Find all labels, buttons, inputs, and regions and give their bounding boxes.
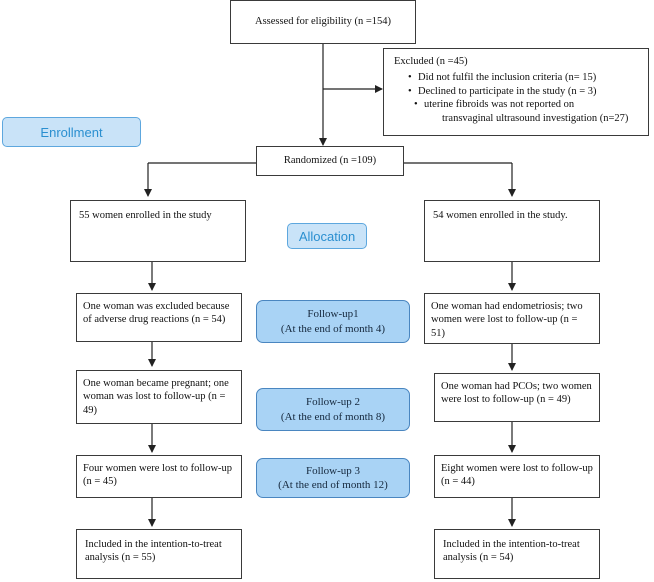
eligibility-box: Assessed for eligibility (n =154) [230,0,416,44]
left-followup2-box: One woman became pregnant; one woman was… [76,370,242,424]
allocation-label: Allocation [287,223,367,249]
bullet-icon: • [408,85,412,97]
followup1-title: Follow-up1 [307,308,359,321]
left-enrolled-box: 55 women enrolled in the study [70,200,246,262]
excluded-list: •Did not fulfil the inclusion criteria (… [394,71,638,125]
right-analysis-box: Included in the intention-to-treat analy… [434,529,600,579]
right-enrolled-box: 54 women enrolled in the study. [424,200,600,262]
excluded-item: •uterine fibroids was not reported on [414,99,575,111]
eligibility-text: Assessed for eligibility (n =154) [255,16,391,28]
right-followup3-box: Eight women were lost to follow-up (n = … [434,455,600,498]
randomized-box: Randomized (n =109) [256,146,404,176]
enrollment-label: Enrollment [2,117,141,147]
followup2-subtitle: (At the end of month 8) [280,410,386,423]
excluded-box: Excluded (n =45) •Did not fulfil the inc… [383,48,649,136]
followup2-title: Follow-up 2 [305,396,361,409]
followup1-label: Follow-up1 (At the end of month 4) [256,300,410,343]
left-analysis-box: Included in the intention-to-treat analy… [76,529,242,579]
followup3-subtitle: (At the end of month 12) [278,479,388,491]
excluded-title: Excluded (n =45) [394,56,468,67]
randomized-text: Randomized (n =109) [283,155,377,167]
followup3-title: Follow-up 3 [305,464,361,477]
followup3-label: Follow-up 3 (At the end of month 12) [256,458,410,498]
bullet-icon: • [408,72,412,84]
right-followup1-box: One woman had endometriosis; two women w… [424,293,600,344]
left-followup1-box: One woman was excluded because of advers… [76,293,242,342]
followup2-label: Follow-up 2 (At the end of month 8) [256,388,410,431]
right-followup2-box: One woman had PCOs; two women were lost … [434,373,600,422]
left-followup3-box: Four women were lost to follow-up (n = 4… [76,455,242,498]
bullet-icon: • [414,99,418,111]
excluded-item: •Declined to participate in the study (n… [408,85,597,97]
excluded-item: •Did not fulfil the inclusion criteria (… [408,72,597,84]
followup1-subtitle: (At the end of month 4) [280,322,386,335]
excluded-item-continuation: transvaginal ultrasound investigation (n… [442,112,629,124]
